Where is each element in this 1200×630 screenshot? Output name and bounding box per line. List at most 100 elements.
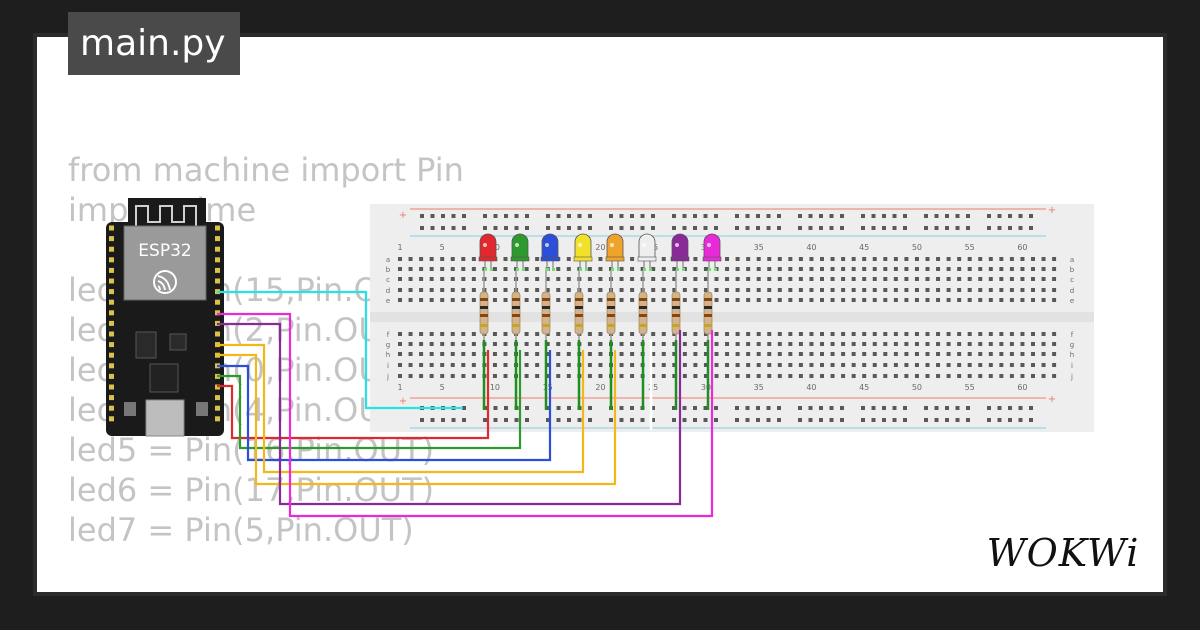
led-pin-indicator: [546, 268, 549, 271]
breadboard-hole: [777, 298, 782, 302]
breadboard-hole: [798, 332, 803, 336]
esp32-pin-left: [109, 257, 114, 263]
breadboard-hole: [1031, 363, 1035, 367]
breadboard-hole: [398, 267, 402, 271]
esp32-pin-right: [215, 246, 220, 252]
breadboard-hole: [450, 363, 455, 367]
breadboard-hole: [862, 332, 867, 336]
breadboard-hole: [872, 277, 877, 281]
rail-hole: [619, 226, 624, 230]
breadboard-hole: [830, 352, 835, 356]
code-line: from machine import Pin: [68, 151, 464, 189]
breadboard-hole: [725, 288, 730, 292]
file-tab[interactable]: main.py: [68, 12, 240, 75]
rail-hole: [735, 214, 739, 218]
breadboard-hole: [545, 374, 550, 378]
breadboard-hole: [461, 288, 466, 292]
breadboard-hole: [682, 277, 687, 281]
breadboard-hole: [693, 374, 698, 378]
breadboard-hole: [809, 352, 814, 356]
breadboard-hole: [408, 374, 413, 378]
led-pin-indicator: [484, 268, 487, 271]
breadboard-hole: [419, 374, 424, 378]
rail-hole: [703, 406, 708, 410]
breadboard-hole: [999, 332, 1004, 336]
resistor-band: [672, 324, 680, 327]
breadboard-hole: [767, 257, 772, 261]
rail-hole: [714, 226, 718, 230]
breadboard-hole: [471, 288, 476, 292]
breadboard-hole: [598, 277, 603, 281]
breadboard-hole: [1009, 352, 1014, 356]
breadboard-hole: [862, 298, 867, 302]
breadboard-hole: [725, 342, 730, 346]
breadboard-hole: [535, 363, 540, 367]
column-number: 55: [965, 243, 975, 252]
rail-hole: [577, 226, 582, 230]
breadboard-hole: [619, 332, 624, 336]
rail-hole: [577, 418, 582, 422]
rail-hole: [745, 418, 750, 422]
breadboard-hole: [503, 352, 508, 356]
breadboard-hole: [1031, 288, 1035, 292]
breadboard-hole: [566, 267, 571, 271]
boot-button[interactable]: [124, 402, 136, 416]
rail-hole: [756, 226, 760, 230]
breadboard-hole: [398, 298, 402, 302]
breadboard-hole: [904, 288, 909, 292]
breadboard-hole: [556, 288, 561, 292]
breadboard-hole: [872, 332, 877, 336]
breadboard-hole: [904, 257, 909, 261]
breadboard-hole: [872, 352, 877, 356]
rail-hole: [808, 406, 813, 410]
breadboard-hole: [851, 257, 856, 261]
resistor-body: [574, 291, 584, 335]
rail-hole: [619, 406, 624, 410]
signal-wire: [217, 350, 522, 450]
row-letter: d: [1070, 287, 1074, 295]
esp32-pin-left: [109, 331, 114, 337]
led-base: [637, 256, 657, 262]
rail-hole: [819, 226, 823, 230]
rail-hole: [924, 226, 928, 230]
rail-hole: [987, 406, 991, 410]
breadboard-hole: [693, 363, 698, 367]
breadboard-hole: [492, 298, 497, 302]
breadboard[interactable]: + + + + 11551010151520202525303035354040…: [370, 204, 1094, 432]
row-letter: j: [386, 373, 389, 381]
led-pin-indicator: [579, 268, 582, 271]
breadboard-hole: [820, 374, 824, 378]
en-button[interactable]: [196, 402, 208, 416]
breadboard-hole: [788, 267, 793, 271]
rail-hole: [924, 418, 928, 422]
esp32-board[interactable]: ESP32: [106, 198, 224, 437]
resistor-body: [479, 291, 489, 335]
rail-hole: [525, 226, 529, 230]
breadboard-hole: [925, 257, 930, 261]
rail-hole: [651, 226, 655, 230]
file-tab-label: main.py: [80, 23, 226, 64]
breadboard-hole: [450, 288, 455, 292]
rail-hole: [966, 226, 970, 230]
breadboard-hole: [883, 267, 888, 271]
rail-hole: [493, 226, 498, 230]
breadboard-hole: [1031, 277, 1035, 281]
breadboard-hole: [1031, 342, 1035, 346]
row-letter: h: [1070, 351, 1074, 359]
breadboard-hole: [461, 363, 466, 367]
row-letter: h: [386, 351, 390, 359]
breadboard-hole: [693, 257, 698, 261]
breadboard-hole: [999, 342, 1004, 346]
breadboard-hole: [904, 267, 909, 271]
rail-hole: [987, 214, 991, 218]
breadboard-hole: [883, 352, 888, 356]
breadboard-hole: [1052, 352, 1057, 356]
breadboard-hole: [440, 257, 445, 261]
breadboard-hole: [788, 298, 793, 302]
rail-hole: [745, 226, 750, 230]
breadboard-hole: [556, 298, 561, 302]
led-pin-indicator: [617, 268, 620, 271]
breadboard-hole: [851, 352, 856, 356]
breadboard-hole: [798, 342, 803, 346]
